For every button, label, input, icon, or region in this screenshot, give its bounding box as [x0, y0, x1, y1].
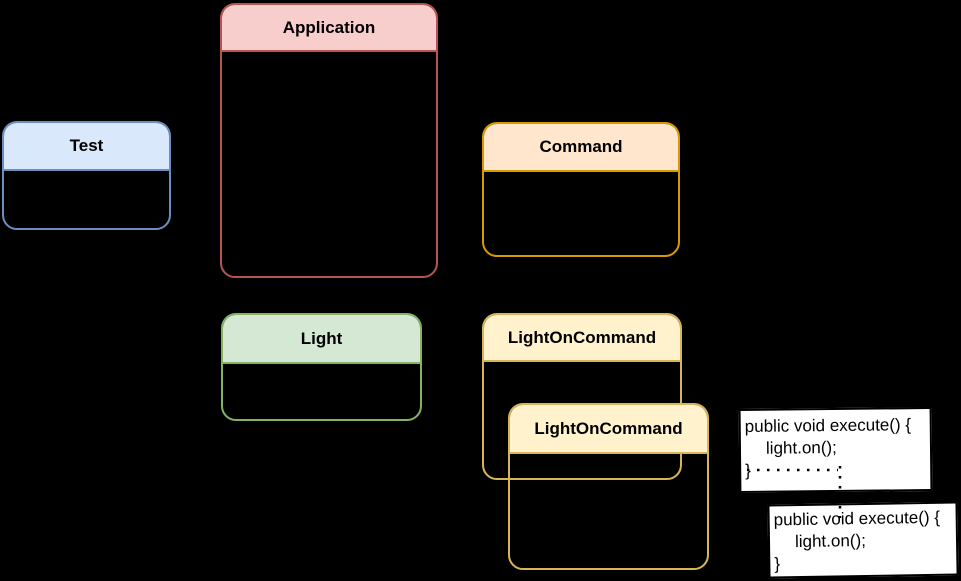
class-box-test[interactable]: Test — [2, 121, 171, 230]
class-title-light: Light — [300, 328, 343, 348]
code-line: public void execute() { — [773, 507, 941, 530]
class-title-test: Test — [69, 136, 104, 155]
class-box-application-header: Application — [222, 5, 436, 52]
class-title-command: Command — [539, 137, 623, 156]
class-box-command-header: Command — [484, 124, 678, 172]
class-box-light-on-command-1-header: LightOnCommand — [484, 315, 680, 362]
code-line: public void execute() { — [744, 415, 912, 436]
class-box-light-on-command-2[interactable]: LightOnCommand — [508, 403, 709, 570]
code-line: } — [774, 554, 781, 574]
class-title-light-on-command-1: LightOnCommand — [507, 327, 657, 347]
class-box-light-header: Light — [223, 315, 420, 364]
class-box-light-on-command-1[interactable]: LightOnCommand — [482, 313, 682, 480]
code-line: light.on(); — [765, 437, 837, 458]
class-title-light-on-command-2: LightOnCommand — [534, 418, 683, 438]
code-line: } — [745, 460, 751, 480]
class-box-application[interactable]: Application — [220, 3, 438, 278]
class-title-application: Application — [282, 17, 376, 37]
code-line: light.on(); — [794, 530, 867, 552]
code-note-1[interactable]: public void execute() { light.on(); } — [738, 406, 933, 494]
class-box-test-header: Test — [4, 123, 169, 171]
code-note-2[interactable]: public void execute() { light.on(); } — [767, 501, 959, 579]
class-box-command[interactable]: Command — [482, 122, 680, 257]
class-box-light[interactable]: Light — [221, 313, 422, 421]
class-box-light-on-command-2-header: LightOnCommand — [510, 405, 707, 454]
